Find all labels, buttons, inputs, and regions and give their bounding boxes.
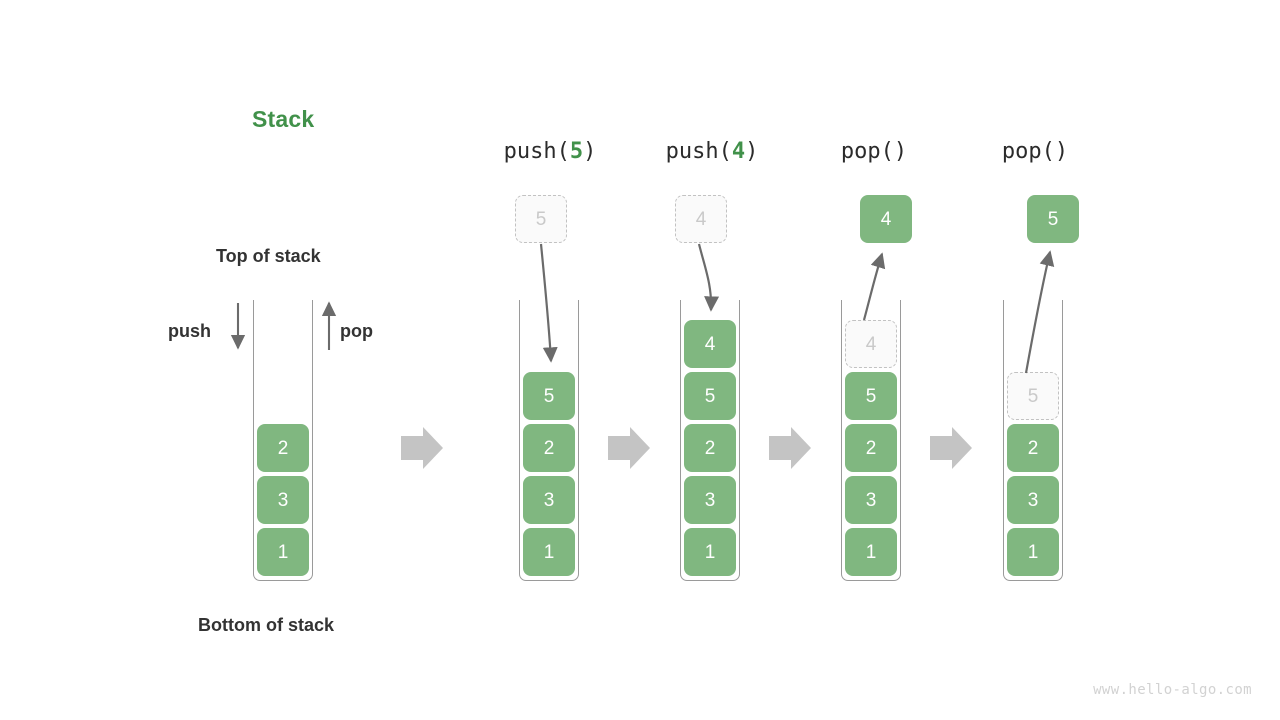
caption-push-4: push(4)	[612, 139, 812, 164]
stack-cell: 3	[845, 476, 897, 524]
stack-cell: 1	[1007, 528, 1059, 576]
caption-pop-2: pop()	[935, 139, 1135, 164]
caption-prefix: pop(	[840, 139, 894, 164]
stack-cell: 1	[257, 528, 309, 576]
stack-cell: 1	[523, 528, 575, 576]
popped-cell: 5	[1027, 195, 1079, 243]
transition-arrow-icon	[769, 427, 811, 469]
stack-cell: 3	[1007, 476, 1059, 524]
label-push: push	[168, 321, 211, 341]
stack-frame-pop-2	[1003, 300, 1063, 581]
caption-prefix: pop(	[1001, 139, 1055, 164]
caption-prefix: push(	[503, 139, 570, 164]
stack-frame-push-4	[680, 300, 740, 581]
ghost-cell-in-stack: 5	[1007, 372, 1059, 420]
caption-suffix: )	[1054, 139, 1069, 164]
ghost-cell-in-stack: 4	[845, 320, 897, 368]
stack-cell: 3	[523, 476, 575, 524]
stack-cell: 1	[684, 528, 736, 576]
stack-cell: 1	[845, 528, 897, 576]
label-bottom-of-stack: Bottom of stack	[198, 615, 335, 635]
stack-cell: 2	[684, 424, 736, 472]
caption-pop-1: pop()	[774, 139, 974, 164]
transition-arrow-icon	[608, 427, 650, 469]
caption-suffix: )	[893, 139, 908, 164]
label-pop: pop	[340, 321, 373, 341]
stack-cell: 5	[684, 372, 736, 420]
stack-frame-initial	[253, 300, 313, 581]
caption-suffix: )	[745, 139, 759, 164]
stack-cell: 2	[845, 424, 897, 472]
stack-cell: 5	[523, 372, 575, 420]
caption-suffix: )	[583, 139, 597, 164]
caption-push-5: push(5)	[450, 139, 650, 164]
stack-cell: 2	[523, 424, 575, 472]
caption-arg: 4	[731, 139, 746, 164]
transition-arrow-icon	[930, 427, 972, 469]
stack-frame-push-5	[519, 300, 579, 581]
caption-prefix: push(	[665, 139, 732, 164]
stack-cell: 2	[1007, 424, 1059, 472]
floating-ghost-cell: 4	[675, 195, 727, 243]
stack-cell: 3	[257, 476, 309, 524]
popped-cell: 4	[860, 195, 912, 243]
stack-cell: 5	[845, 372, 897, 420]
floating-ghost-cell: 5	[515, 195, 567, 243]
stack-frame-pop-1	[841, 300, 901, 581]
caption-arg: 5	[569, 139, 584, 164]
transition-arrow-icon	[401, 427, 443, 469]
stack-cell: 2	[257, 424, 309, 472]
stack-cell: 3	[684, 476, 736, 524]
watermark: www.hello-algo.com	[1093, 682, 1252, 698]
stack-cell: 4	[684, 320, 736, 368]
page-title: Stack	[252, 106, 315, 132]
label-top-of-stack: Top of stack	[216, 246, 321, 266]
